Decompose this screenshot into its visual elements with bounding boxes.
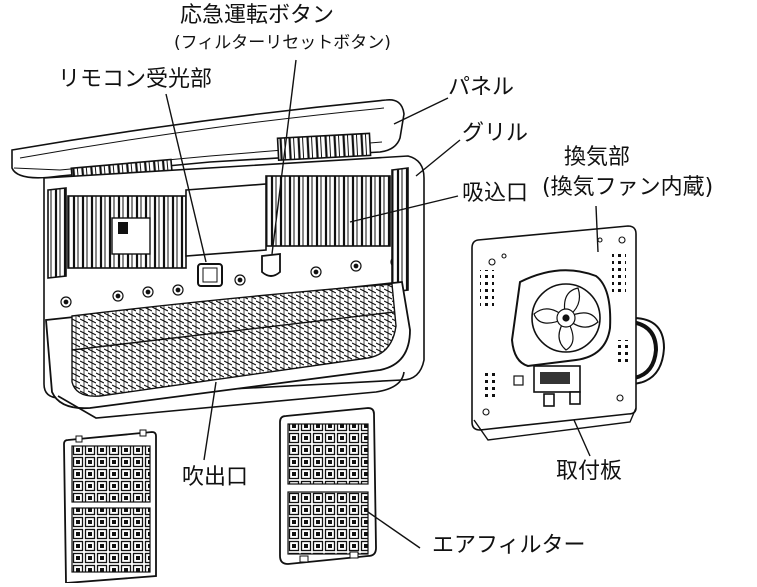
outlet-louver: [71, 283, 397, 397]
leader-grill: [415, 139, 461, 177]
leader-air-intake: [349, 195, 459, 223]
label-emergency-button: 応急運転ボタン: [180, 3, 335, 28]
label-remote-receiver: リモコン受光部: [58, 67, 213, 92]
label-ventilation-unit-sub: (換気ファン内蔵): [542, 175, 714, 200]
air-filters: [63, 407, 377, 584]
label-air-outlet: 吹出口: [182, 465, 249, 490]
leader-lines: [165, 59, 599, 549]
label-ventilation-unit: 換気部: [564, 145, 631, 170]
remote-receiver-window: [197, 263, 223, 287]
label-air-intake: 吸込口: [462, 181, 529, 206]
label-mounting-plate: 取付板: [556, 459, 623, 484]
leader-mounting-plate: [573, 419, 591, 457]
label-panel: パネル: [448, 75, 515, 100]
indoor-unit: [11, 98, 425, 419]
label-filter-reset: (フィルターリセットボタン): [174, 33, 391, 53]
leader-panel: [393, 97, 449, 125]
label-air-filter: エアフィルター: [432, 533, 586, 558]
unit-body: [43, 155, 425, 419]
label-grill: グリル: [462, 121, 529, 146]
leader-air-outlet: [203, 381, 217, 461]
air-filter-right: [279, 407, 377, 565]
leader-air-filter: [367, 511, 421, 549]
mounting-plate-assembly: [471, 225, 666, 441]
emergency-button[interactable]: [261, 252, 281, 277]
leader-remote-receiver: [165, 93, 207, 263]
leader-emergency-button: [271, 59, 297, 255]
leader-ventilation-unit: [595, 205, 599, 253]
air-filter-left: [63, 429, 157, 584]
fan-blades-icon: [533, 287, 599, 351]
